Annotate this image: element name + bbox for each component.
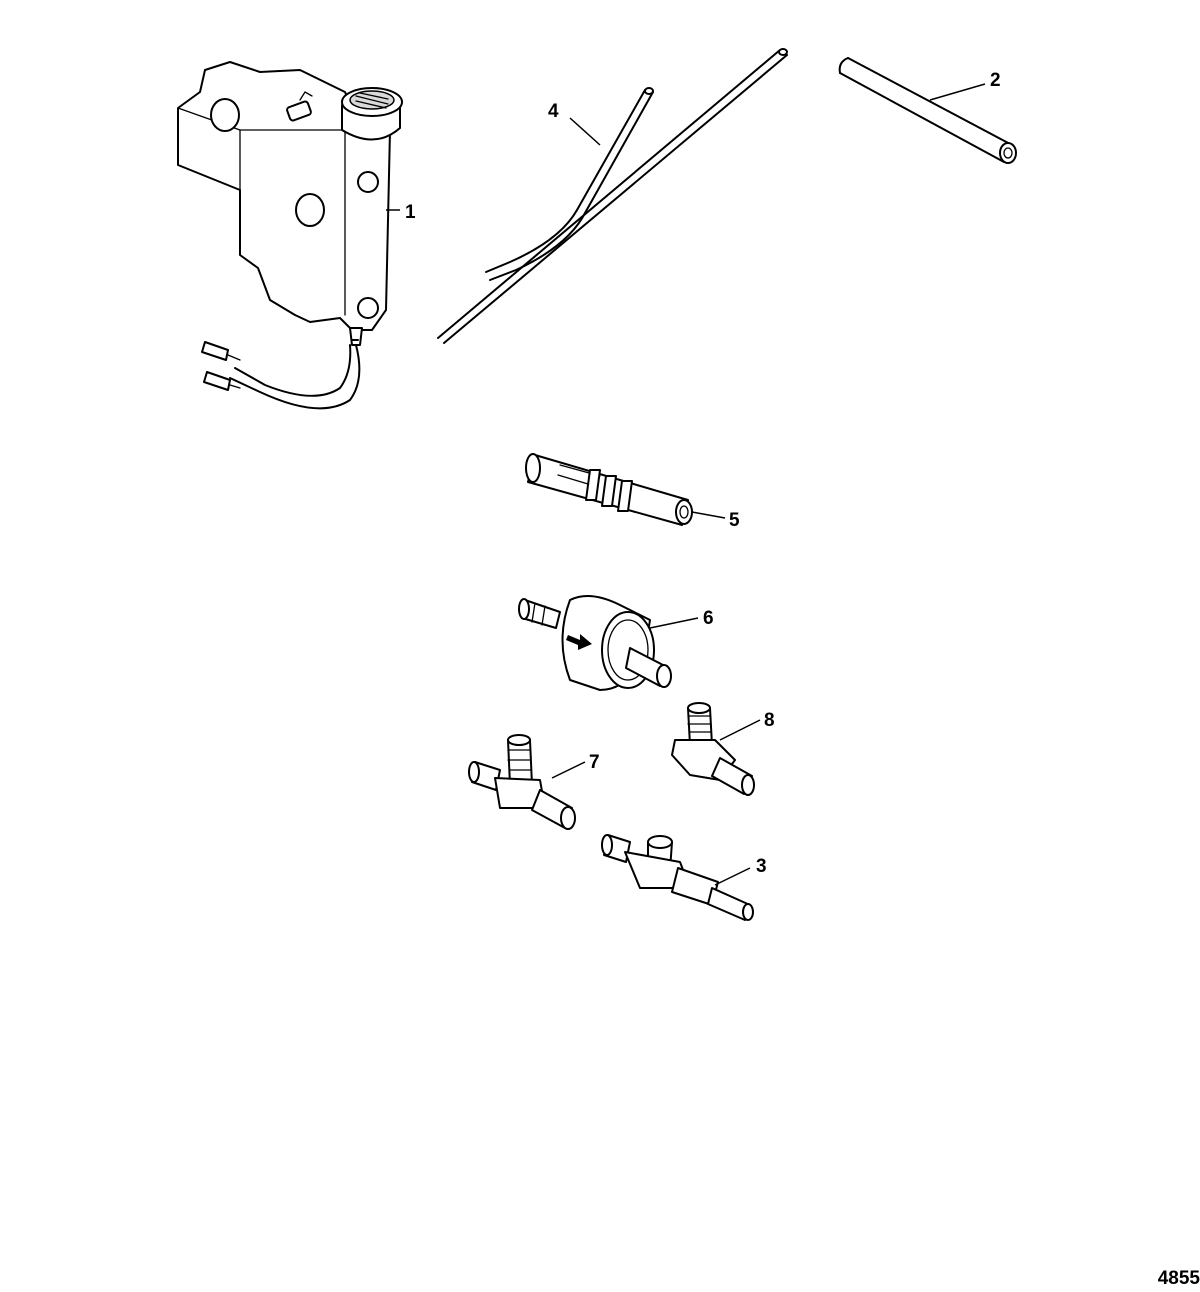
callout-2: 2	[990, 70, 1001, 91]
callout-1: 1	[405, 202, 416, 223]
leader-8	[719, 719, 761, 741]
part-2-hose	[838, 57, 1017, 164]
leader-4	[569, 117, 601, 146]
callout-6: 6	[703, 608, 714, 629]
part-7-tee-fitting	[468, 734, 576, 830]
callout-3: 3	[756, 856, 767, 877]
callout-7: 7	[589, 752, 600, 773]
part-6-check-valve	[518, 595, 672, 691]
part-8-elbow-fitting	[671, 702, 755, 796]
part-5-connector	[525, 453, 693, 526]
callout-4: 4	[548, 101, 559, 122]
part-1-oil-reservoir	[177, 61, 403, 410]
callout-8: 8	[764, 710, 775, 731]
part-3-tee-reducer	[601, 834, 754, 921]
leader-lines	[386, 83, 986, 886]
leader-3	[714, 867, 751, 886]
leader-2	[929, 83, 986, 101]
callout-labels: 1 2 3 4 5 6 7 8	[405, 70, 1001, 877]
figure-id: 4855	[1157, 1268, 1200, 1289]
callout-5: 5	[729, 510, 740, 531]
leader-6	[649, 617, 699, 629]
leader-5	[691, 511, 726, 519]
part-4-hoses	[437, 48, 788, 344]
leader-7	[551, 761, 586, 779]
